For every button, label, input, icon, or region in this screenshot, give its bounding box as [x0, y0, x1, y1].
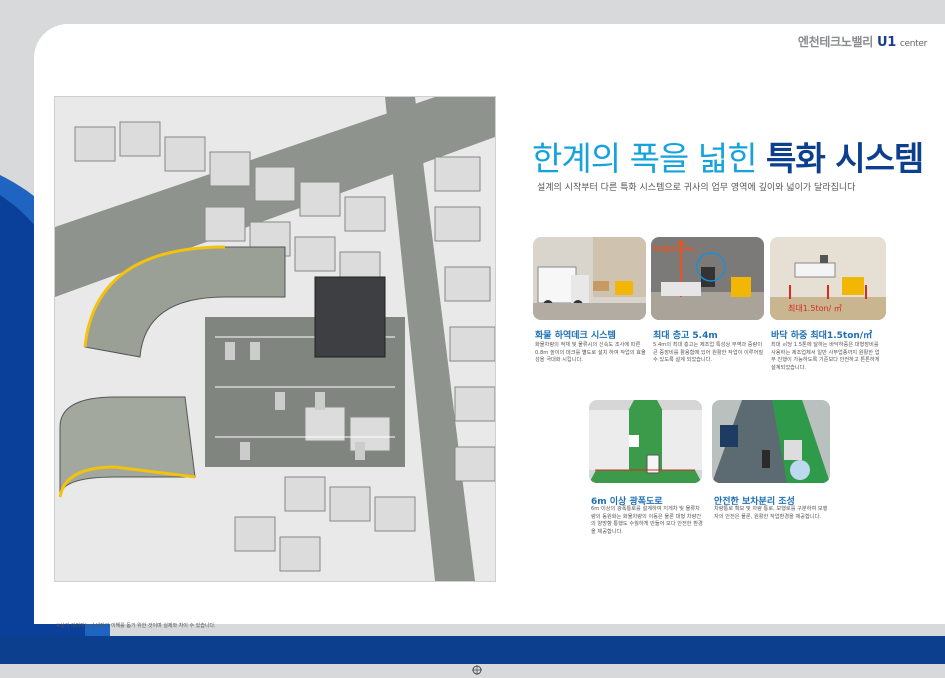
height-sign: 최대층고5.4m: [653, 245, 696, 253]
feature-caption: 안전한 보차분리 조성: [714, 497, 795, 507]
feature-description: 화물차량의 적재 및 물류시의 신속도 조사에 따른 0.8m 높이의 데크를 …: [535, 342, 646, 364]
feature-caption: 최대 층고 5.4m: [653, 331, 718, 341]
brand-logo: 엔천테크노밸리 U1 center: [797, 35, 927, 50]
feature-caption: 6m 이상 광폭도로: [591, 497, 663, 507]
feature-description: 최대 ㎡당 1.5톤에 달하는 바닥하중은 대형장비를 사용하는 제조업체서 일…: [771, 342, 880, 371]
ceiling-height-photo: 최대층고5.4m: [651, 237, 764, 320]
floor-plan-illustration: [54, 96, 496, 582]
wide-road-photo: [589, 400, 702, 483]
pedestrian-separation-photo: [712, 400, 830, 483]
feature-caption: 바닥 하중 최대1.5ton/㎡: [771, 331, 873, 341]
floor-plan-drawing: [55, 97, 495, 581]
registration-mark-icon: [472, 665, 482, 675]
bottom-bar: [0, 636, 945, 664]
feature-description: 차량통로 확보 및 차량 통로, 보행로를 구분하여 보행자의 안전은 물론, …: [714, 506, 828, 520]
loading-dock-photo: [533, 237, 646, 320]
footnote: ※상기 이미지는 소비자의 이해를 돕기 위한 것이며 실제와 차이 수 있습니…: [56, 623, 216, 629]
page-title: 한계의 폭을 넓힌 특화 시스템: [532, 139, 924, 178]
page-subtitle: 설계의 시작부터 다른 특화 시스템으로 귀사의 업무 영역에 깊이와 넓이가 …: [537, 183, 856, 193]
load-sign: 최대1.5ton/ ㎡: [788, 304, 842, 313]
feature-description: 5.4m의 최대 층고는 제조업 특성상 무역과 중량이 큰 중장비를 활용함에…: [653, 342, 764, 364]
feature-caption: 화물 하역데크 시스템: [535, 331, 616, 341]
floor-load-photo: 최대1.5ton/ ㎡: [770, 237, 886, 320]
feature-description: 6m 이상의 광폭통로를 설계하여 지게차 및 물류차량의 동원화는 화물차량의…: [591, 506, 703, 535]
